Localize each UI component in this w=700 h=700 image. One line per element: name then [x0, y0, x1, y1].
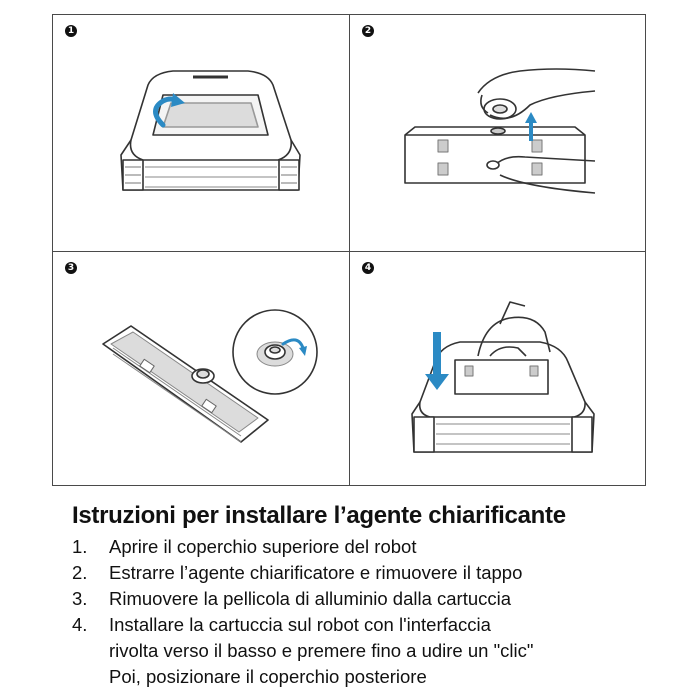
panel-2-number: 2 [362, 25, 374, 37]
step-2: 2. Estrarre l’agente chiarificatore e ri… [72, 560, 533, 586]
step-2-number: 2. [72, 562, 88, 583]
step-3-number: 3. [72, 588, 88, 609]
step-4-text-line-3: Poi, posizionare il coperchio posteriore [109, 666, 427, 687]
instruction-steps-list: 1. Aprire il coperchio superiore del rob… [72, 534, 533, 690]
peel-foil-cartridge-illustration [102, 309, 318, 443]
step-4-text: Installare la cartuccia sul robot con l'… [109, 614, 491, 635]
robot-open-lid-illustration [120, 70, 301, 191]
step-4-text-line-2: rivolta verso il basso e premere fino a … [109, 640, 534, 661]
step-1: 1. Aprire il coperchio superiore del rob… [72, 534, 533, 560]
step-1-text: Aprire il coperchio superiore del robot [109, 536, 417, 557]
step-3: 3. Rimuovere la pellicola di alluminio d… [72, 586, 533, 612]
panel-1: 1 [53, 15, 349, 251]
step-2-text: Estrarre l’agente chiarificatore e rimuo… [109, 562, 523, 583]
instruction-illustration-grid: 1 2 [52, 14, 646, 486]
panel-1-number: 1 [65, 25, 77, 37]
panel-2: 2 [350, 15, 646, 251]
remove-cartridge-cap-illustration [404, 68, 596, 194]
instructions-title: Istruzioni per installare l’agente chiar… [72, 502, 566, 529]
grid-divider-vertical [349, 15, 350, 485]
step-4-number: 4. [72, 614, 88, 635]
insert-cartridge-robot-illustration [411, 301, 595, 453]
panel-4: 4 [350, 252, 646, 488]
panel-3: 3 [53, 252, 349, 488]
step-3-text: Rimuovere la pellicola di alluminio dall… [109, 588, 512, 609]
panel-4-number: 4 [362, 262, 374, 274]
panel-3-number: 3 [65, 262, 77, 274]
step-4: 4. Installare la cartuccia sul robot con… [72, 612, 533, 690]
step-1-number: 1. [72, 536, 88, 557]
